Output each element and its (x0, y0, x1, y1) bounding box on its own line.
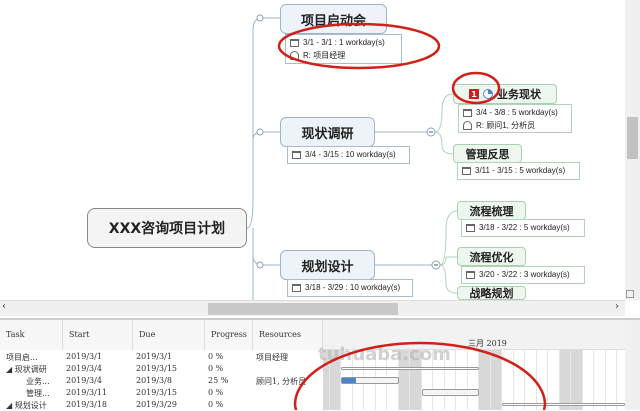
progress-fill (342, 378, 356, 383)
calendar-icon (466, 223, 475, 232)
day-column (617, 350, 625, 410)
topic-planning[interactable]: 规划设计 (280, 250, 375, 280)
day-column (422, 350, 433, 410)
cell-due: 2019/3/29 (136, 400, 178, 409)
calendar-icon (292, 150, 301, 159)
root-topic[interactable]: XXX咨询项目计划 (87, 208, 247, 248)
cell-task: 项目启... (6, 353, 38, 362)
column-header-progress[interactable]: Progress (205, 320, 253, 350)
day-column (490, 350, 502, 410)
calendar-icon (463, 108, 472, 117)
calendar-icon (466, 270, 475, 279)
cell-start: 2019/3/18 (66, 400, 108, 409)
scroll-left-icon[interactable]: ‹ (2, 301, 6, 312)
watermark: tuhuaba.com (318, 344, 451, 365)
connector-lines (246, 14, 458, 300)
day-column (594, 350, 606, 410)
task-info: 3/20 - 3/22 : 3 workday(s) (461, 266, 585, 284)
cell-task: 业务... (26, 377, 50, 386)
task-info: 3/4 - 3/8 : 5 workday(s) R: 顾问1, 分析员 (458, 104, 572, 133)
cell-due: 2019/3/15 (136, 388, 178, 397)
task-info: 3/18 - 3/22 : 5 workday(s) (461, 219, 585, 237)
vertical-scrollbar[interactable] (625, 0, 640, 300)
day-column (410, 350, 422, 410)
day-column (559, 350, 571, 410)
table-row[interactable]: 管理... 2019/3/11 2019/3/15 0 % (0, 387, 323, 399)
gantt-bar[interactable] (341, 367, 479, 370)
timeline-grid (323, 350, 625, 410)
day-column (514, 350, 525, 410)
cell-progress: 0 % (208, 400, 224, 409)
cell-task: ◢ 现状调研 (6, 365, 47, 374)
gantt-bar[interactable] (421, 389, 479, 396)
subtopic-business[interactable]: 1 业务现状 (453, 84, 557, 104)
month-label: 三月 2019 (468, 339, 507, 348)
day-column (398, 350, 410, 410)
day-column (548, 350, 560, 410)
cell-due: 2019/3/8 (136, 376, 172, 385)
column-header-start[interactable]: Start (63, 320, 133, 350)
day-column (571, 350, 583, 410)
day-column (456, 350, 468, 410)
cell-resources: 顾问1, 分析员 (256, 377, 307, 386)
scroll-right-icon[interactable]: › (615, 301, 619, 312)
day-column (479, 350, 491, 410)
cell-progress: 0 % (208, 364, 224, 373)
cell-start: 2019/3/1 (66, 352, 102, 361)
day-column (502, 350, 514, 410)
day-column (468, 350, 479, 410)
cell-progress: 0 % (208, 352, 224, 361)
task-info: 3/18 - 3/29 : 10 workday(s) (287, 279, 413, 297)
gantt-panel: Task Start Due Progress Resources 三月 201… (0, 318, 640, 410)
cell-start: 2019/3/4 (66, 376, 102, 385)
cell-progress: 25 % (208, 376, 229, 385)
day-column (329, 350, 341, 410)
horizontal-scrollbar[interactable]: ‹ › (0, 300, 625, 316)
day-column (537, 350, 548, 410)
day-column (433, 350, 445, 410)
zoom-icon[interactable] (626, 290, 634, 298)
calendar-icon (292, 283, 301, 292)
cell-resources: 项目经理 (256, 353, 288, 362)
column-header-resources[interactable]: Resources (253, 320, 323, 350)
annotation-circles (277, 22, 501, 105)
table-row[interactable]: ◢ 现状调研 2019/3/4 2019/3/15 0 % (0, 363, 323, 375)
scroll-thumb[interactable] (208, 303, 398, 315)
person-icon (463, 121, 472, 131)
annotation-circle (293, 341, 547, 410)
calendar-icon (462, 166, 471, 175)
day-column (583, 350, 594, 410)
column-header-due[interactable]: Due (133, 320, 205, 350)
cell-task: 管理... (26, 389, 50, 398)
day-column (323, 350, 330, 410)
subtopic-strategy[interactable]: 战略规划 (457, 286, 526, 300)
column-header-task[interactable]: Task (0, 320, 63, 350)
task-info: 3/11 - 3/15 : 5 workday(s) (457, 162, 580, 180)
topic-research[interactable]: 现状调研 (280, 117, 375, 147)
cell-task: ◢ 规划设计 (6, 401, 47, 410)
gantt-bar[interactable] (341, 377, 399, 384)
topic-kickoff[interactable]: 项目启动会 (280, 4, 387, 34)
table-row[interactable]: 项目启... 2019/3/1 2019/3/1 0 % 项目经理 (0, 351, 323, 363)
subtopic-reflection[interactable]: 管理反思 (453, 144, 522, 163)
gantt-bar[interactable] (502, 403, 625, 406)
table-row[interactable]: 业务... 2019/3/4 2019/3/8 25 % 顾问1, 分析员 (0, 375, 323, 387)
cell-start: 2019/3/11 (66, 388, 108, 397)
scroll-thumb[interactable] (627, 117, 638, 159)
cell-start: 2019/3/4 (66, 364, 102, 373)
progress-25-icon (483, 89, 493, 99)
day-column (606, 350, 617, 410)
subtopic-process-optimize[interactable]: 流程优化 (457, 247, 526, 266)
priority-1-icon: 1 (469, 89, 479, 99)
cell-progress: 0 % (208, 388, 224, 397)
cell-due: 2019/3/1 (136, 352, 172, 361)
day-column (445, 350, 456, 410)
task-info: 3/4 - 3/15 : 10 workday(s) (287, 146, 410, 164)
table-row[interactable]: ◢ 规划设计 2019/3/18 2019/3/29 0 % (0, 399, 323, 411)
mindmap-canvas[interactable]: XXX咨询项目计划 项目启动会 3/1 - 3/1 : 1 workday(s)… (0, 0, 625, 300)
gantt-scrollbar[interactable] (625, 320, 640, 410)
cell-due: 2019/3/15 (136, 364, 178, 373)
calendar-icon (290, 38, 299, 47)
